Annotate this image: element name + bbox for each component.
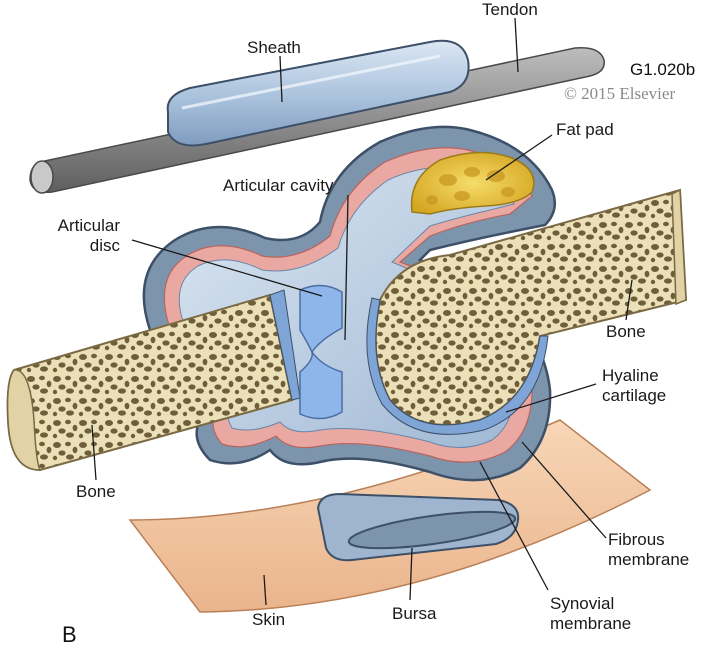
bone-left <box>6 289 301 472</box>
label-hyaline-line2: cartilage <box>602 386 667 405</box>
leader-fibrous-membrane <box>521 441 607 539</box>
leader-articular-disc <box>131 239 323 297</box>
label-hyaline-line1: Hyaline <box>602 366 659 385</box>
tendon-end <box>30 160 54 194</box>
leader-tendon <box>514 17 519 73</box>
label-bursa: Bursa <box>392 604 437 623</box>
label-fat-pad: Fat pad <box>556 120 614 139</box>
leader-skin <box>263 574 267 606</box>
figure-code: G1.020b <box>630 60 696 79</box>
sheath <box>166 39 470 147</box>
label-articular-disc-line1: Articular <box>57 216 120 235</box>
leader-sheath <box>279 55 283 103</box>
bursa <box>316 492 520 562</box>
label-articular-cavity: Articular cavity <box>223 176 334 195</box>
panel-letter: B <box>62 622 77 647</box>
articular-disc <box>299 284 343 420</box>
leader-synovial-membrane <box>479 461 549 591</box>
label-fibrous-membrane: Fibrous membrane <box>608 530 689 570</box>
label-skin: Skin <box>252 610 286 629</box>
leader-bursa <box>409 547 413 601</box>
leader-fat-pad <box>485 134 553 181</box>
label-synovial-line1: Synovial <box>550 594 615 613</box>
label-fibrous-line1: Fibrous <box>608 530 665 549</box>
leader-bone-right <box>625 279 633 321</box>
label-sheath: Sheath <box>247 38 301 57</box>
leader-bone-left <box>91 424 97 481</box>
label-bone-left: Bone <box>76 482 116 501</box>
copyright-notice: © 2015 Elsevier <box>564 84 676 103</box>
label-tendon: Tendon <box>482 0 538 19</box>
label-bone-right: Bone <box>606 322 646 341</box>
label-articular-disc: Articular disc <box>40 216 120 256</box>
leader-articular-cavity <box>344 194 349 341</box>
hyaline-cartilage-right <box>366 297 549 435</box>
label-fibrous-line2: membrane <box>608 550 690 569</box>
label-synovial-membrane: Synovial membrane <box>550 594 631 634</box>
label-hyaline-cartilage: Hyaline cartilage <box>602 366 666 406</box>
label-articular-disc-line2: disc <box>89 236 120 255</box>
label-synovial-line2: membrane <box>550 614 632 633</box>
bone-right <box>366 188 688 435</box>
leader-hyaline-cartilage <box>505 383 597 413</box>
tendon-sheath-group <box>29 39 605 194</box>
